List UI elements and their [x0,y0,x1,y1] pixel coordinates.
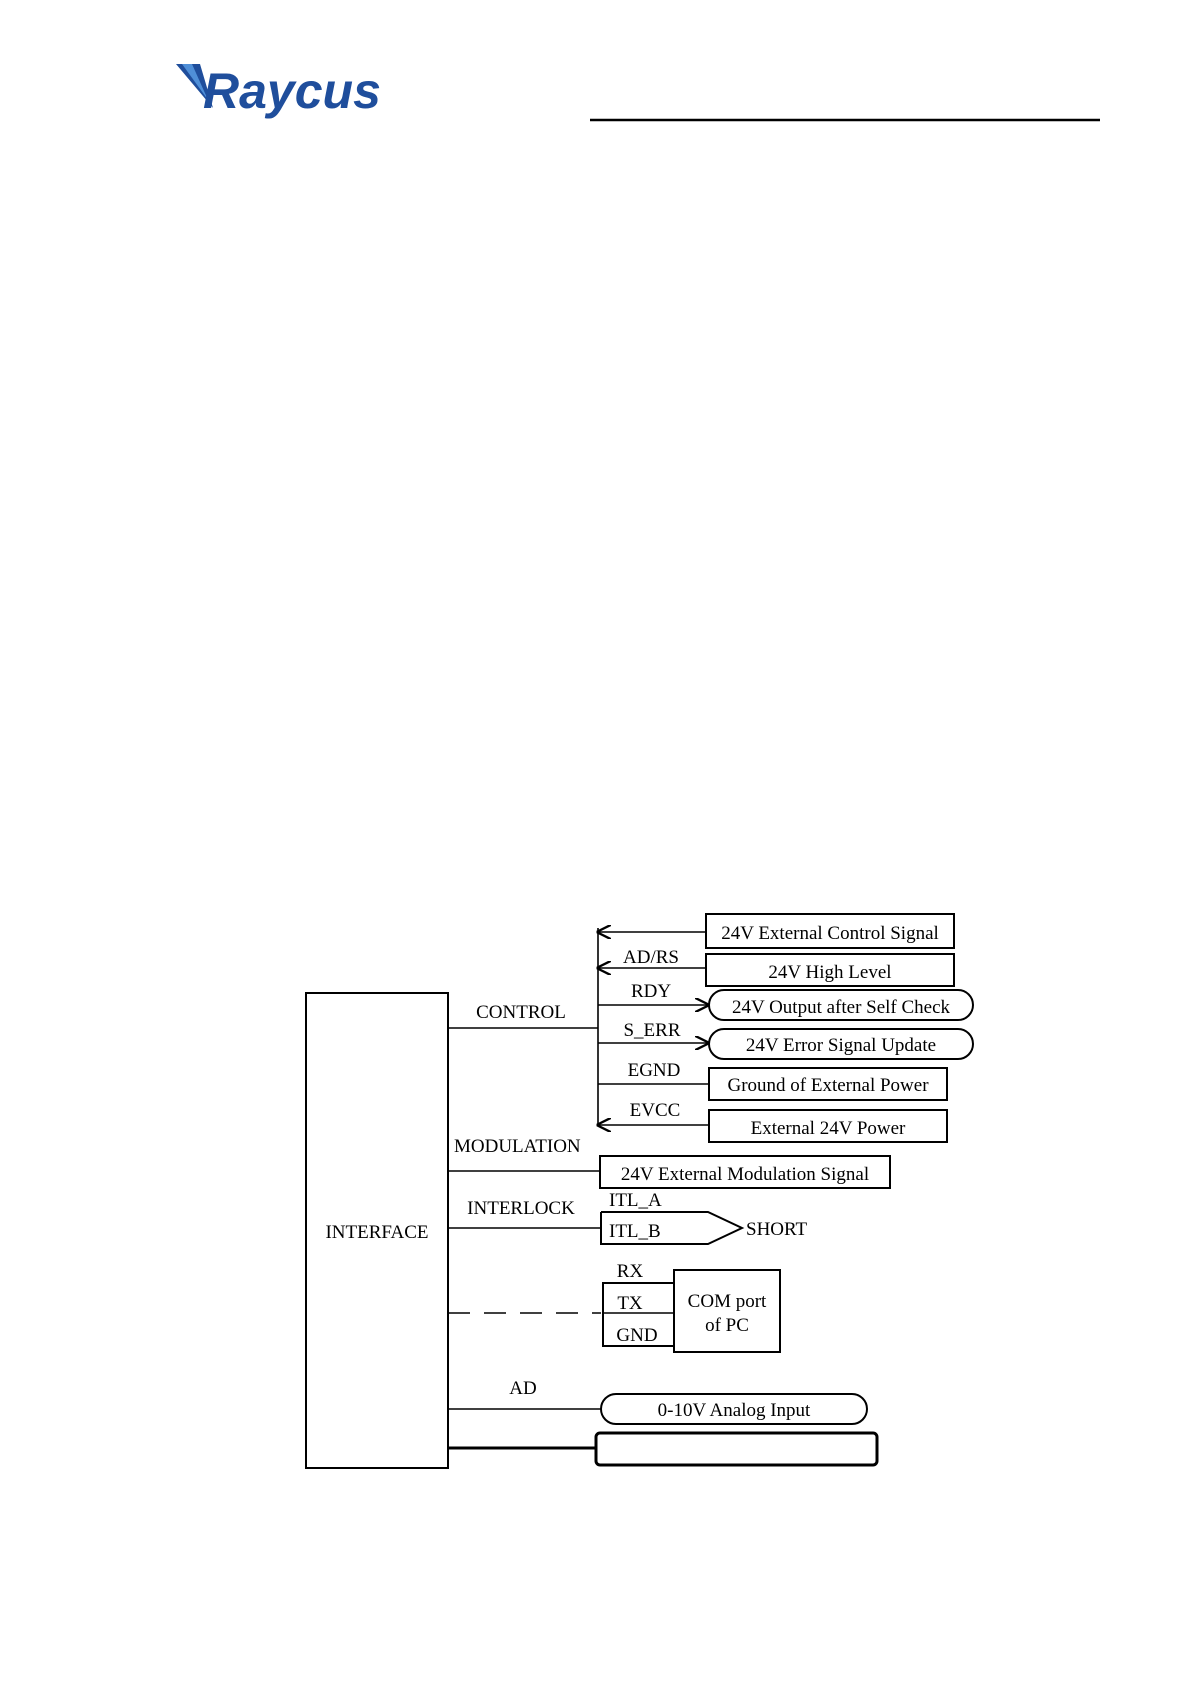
interlock-short-connector [600,1211,745,1245]
logo-wing-icon [176,64,213,108]
modulation-label: MODULATION [454,1136,581,1157]
interface-block [305,992,449,1469]
control-signal-wire-label-6: EVCC [630,1100,681,1121]
control-signal-wire-label-5: EGND [628,1060,681,1081]
serial-rx-label: RX [617,1261,644,1282]
com-port-line2: of PC [705,1315,749,1336]
control-signal-box-2: 24V High Level [705,953,955,987]
control-signal-box-1-label: 24V External Control Signal [721,923,939,944]
control-signal-box-4-label: 24V Error Signal Update [746,1035,936,1056]
interface-label: INTERFACE [325,1222,428,1243]
analog-input-box: 0-10V Analog Input [600,1393,868,1425]
analog-input-box-label: 0-10V Analog Input [658,1400,811,1421]
com-port-line1: COM port [688,1291,767,1312]
control-signal-box-4: 24V Error Signal Update [708,1028,974,1060]
control-signal-box-3-label: 24V Output after Self Check [732,997,951,1018]
control-signal-box-5: Ground of External Power [708,1067,948,1101]
raycus-logo: Raycus [176,63,381,119]
blank-box [594,1431,879,1467]
control-signal-box-6-label: External 24V Power [751,1118,906,1139]
analog-label: AD [509,1378,536,1399]
interlock-label: INTERLOCK [467,1198,575,1219]
interlock-short-label: SHORT [746,1219,808,1240]
modulation-box-label: 24V External Modulation Signal [621,1164,869,1185]
control-signal-box-5-label: Ground of External Power [727,1075,929,1096]
control-signal-wire-label-3: RDY [631,981,671,1002]
control-label: CONTROL [476,1002,566,1023]
serial-bracket [602,1282,673,1347]
modulation-box: 24V External Modulation Signal [599,1155,891,1189]
control-signal-box-6: External 24V Power [708,1109,948,1143]
interlock-pin-a: ITL_A [609,1190,662,1211]
control-signal-box-2-label: 24V High Level [768,962,891,983]
logo-wing-highlight-icon [182,64,208,100]
control-signal-wire-label-4: S_ERR [623,1020,680,1041]
control-signal-wire-label-2: AD/RS [623,947,679,968]
com-port-box: COM port of PC [673,1269,781,1353]
logo-text: Raycus [203,63,381,119]
interlock-pin-b: ITL_B [609,1221,661,1242]
control-signal-box-1: 24V External Control Signal [705,913,955,949]
control-signal-box-3: 24V Output after Self Check [708,989,974,1021]
serial-tx-label: TX [617,1293,643,1314]
serial-gnd-label: GND [616,1325,657,1346]
